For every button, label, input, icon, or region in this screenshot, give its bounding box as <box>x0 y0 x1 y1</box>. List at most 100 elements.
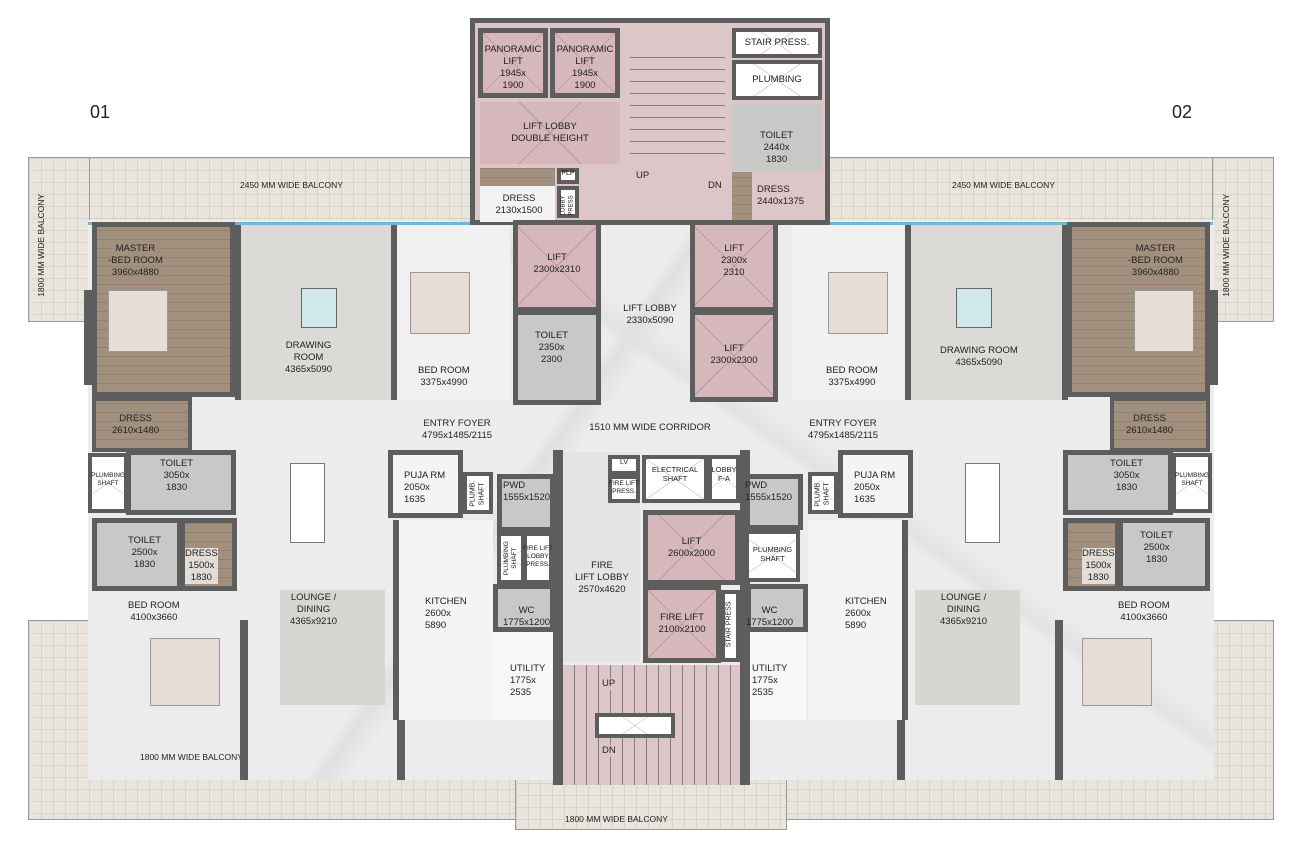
stair-up-top: UP <box>636 170 650 181</box>
balcony-side-left-label: 1800 MM WIDE BALCONY <box>36 193 47 297</box>
panoramic-lift-2 <box>550 28 620 98</box>
lift-lobby-double-height-label: LIFT LOBBY DOUBLE HEIGHT <box>511 121 589 144</box>
lift-c-label: LIFT 2300x2300 <box>710 343 758 366</box>
plp-label: PLP <box>561 170 575 177</box>
fire-lift-lobby-label: FIRE LIFT LOBBY 2570x4620 <box>575 560 629 595</box>
right-toilet-2-label: TOILET 2500x 1830 <box>1140 530 1174 565</box>
dress-top-left <box>480 186 555 222</box>
right-master-bed-label: MASTER -BED ROOM 3960x4880 <box>1128 243 1183 279</box>
right-toilet-2 <box>1118 518 1210 591</box>
fire-lift-press <box>608 475 640 503</box>
left-bed-2 <box>150 638 220 706</box>
right-bed <box>1134 290 1194 352</box>
stair-dn-top: DN <box>708 180 722 191</box>
left-bed-room-2-label: BED ROOM 4100x3660 <box>128 600 180 623</box>
stair-dn-bottom: DN <box>602 745 616 757</box>
lobby-press <box>557 186 579 218</box>
right-utility <box>750 632 806 720</box>
left-toilet-2-label: TOILET 2500x 1830 <box>128 535 162 570</box>
left-utility-label: UTILITY 1775x 2535 <box>510 663 546 698</box>
toilet-core <box>513 310 601 405</box>
balcony-top-left-label: 2450 MM WIDE BALCONY <box>240 180 343 190</box>
plumbing-shaft-core-left-label: PLUMBING SHAFT <box>502 541 518 576</box>
partition-wall-left-2 <box>391 225 397 400</box>
right-plumb-shaft <box>808 472 838 514</box>
outer-wall-left <box>84 290 92 385</box>
core-wall-right <box>740 450 750 785</box>
lift-a <box>513 220 601 312</box>
plumbing-top <box>732 60 822 100</box>
right-toilet-1-label: TOILET 3050x 1830 <box>1110 458 1144 493</box>
core-wall-left <box>553 450 563 785</box>
unit-number-left: 01 <box>90 102 111 122</box>
right-drawing-table <box>956 288 992 328</box>
toilet-core-label: TOILET 2350x 2300 <box>535 330 569 365</box>
left-dress <box>92 397 192 452</box>
lv-label: LV <box>619 459 629 466</box>
right-bedroom-label: BED ROOM 3375x4990 <box>826 365 878 388</box>
lobby-fa <box>708 455 740 503</box>
balcony-top-left <box>28 157 473 222</box>
lobby-fa-label: LOBBY F-A <box>711 465 737 484</box>
left-dining-table <box>290 463 325 543</box>
wall-left-bottom-2 <box>397 720 405 780</box>
left-master-bed-label: MASTER -BED ROOM 3960x4880 <box>108 243 163 279</box>
lift-a-label: LIFT 2300x2310 <box>533 252 581 275</box>
right-utility-label: UTILITY 1775x 2535 <box>752 663 788 698</box>
right-bed-2 <box>1082 638 1152 706</box>
left-bed <box>108 290 168 352</box>
unit-number-right: 02 <box>1172 102 1193 122</box>
fire-lift-label: FIRE LIFT 2100x2100 <box>658 612 706 635</box>
lift-c <box>690 310 778 402</box>
balcony-bottom-left-label: 1800 MM WIDE BALCONY <box>140 752 243 762</box>
right-toilet-1 <box>1063 450 1173 515</box>
panoramic-lift-1 <box>478 28 548 98</box>
staircase-top <box>630 50 725 165</box>
left-pwd <box>497 474 555 532</box>
right-plumbing-shaft <box>1172 453 1212 513</box>
right-bed-room-2-label: BED ROOM 4100x3660 <box>1118 600 1170 623</box>
stair-press-top <box>732 28 822 58</box>
partition-wall-left <box>235 225 241 400</box>
right-dress-label: DRESS 2610x1480 <box>1126 413 1174 436</box>
dress-top-left-label: DRESS 2130x1500 <box>495 193 543 216</box>
left-drawing-label: DRAWING ROOM 4365x5090 <box>285 340 333 375</box>
lift-lobby-double-height <box>480 102 620 164</box>
left-pwd-label: PWD 1555x1520 <box>503 480 551 503</box>
toilet-top <box>732 104 822 171</box>
right-lounge-label: LOUNGE / DINING 4365x9210 <box>940 592 988 627</box>
left-wc-label: WC 1775x1200 <box>503 605 551 628</box>
fire-lift <box>643 585 721 663</box>
stair-press <box>721 590 740 662</box>
toilet-top-label: TOILET 2440x 1830 <box>760 130 794 165</box>
right-drawing-label: DRAWING ROOM 4365x5090 <box>940 345 1018 368</box>
right-dining-table <box>965 463 1000 543</box>
right-dress-2-label: DRESS 1500x 1830 <box>1082 548 1115 584</box>
lift-b-label: LIFT 2300x 2310 <box>721 243 747 278</box>
plumbing-top-label: PLUMBING <box>752 74 802 85</box>
balcony-top-right-label: 2450 MM WIDE BALCONY <box>952 180 1055 190</box>
right-pwd-label: PWD 1555x1520 <box>745 480 793 503</box>
glazing-right <box>828 222 1213 225</box>
balcony-bottom-center-label: 1800 MM WIDE BALCONY <box>565 814 668 824</box>
dress-top-right-wardrobe <box>732 172 752 222</box>
stair-press-label: STAIR PRESS <box>725 601 733 648</box>
lobby-press-label: LOBBY PRESS <box>560 195 575 216</box>
left-kitchen <box>393 520 493 720</box>
fire-lift-lobby-press <box>523 532 553 584</box>
left-dress-label: DRESS 2610x1480 <box>112 413 160 436</box>
right-wc-label: WC 1775x1200 <box>746 605 794 628</box>
right-plumbing-shaft-label: PLUMBING SHAFT <box>1175 472 1209 488</box>
outer-wall-right <box>1210 290 1218 385</box>
left-drawing-table <box>301 288 337 328</box>
lift-d <box>643 510 740 585</box>
glazing-left <box>88 222 473 225</box>
right-bedroom-bed <box>828 272 888 334</box>
left-toilet-1 <box>126 450 236 515</box>
left-dress-2-label: DRESS 1500x 1830 <box>185 548 218 584</box>
left-bedroom-bed <box>410 272 470 334</box>
right-plumb-shaft-label: PLUMB. SHAFT <box>814 480 830 507</box>
stair-up-bottom: UP <box>602 678 616 690</box>
left-kitchen-label: KITCHEN 2600x 5890 <box>425 596 467 631</box>
left-wc <box>493 584 555 632</box>
